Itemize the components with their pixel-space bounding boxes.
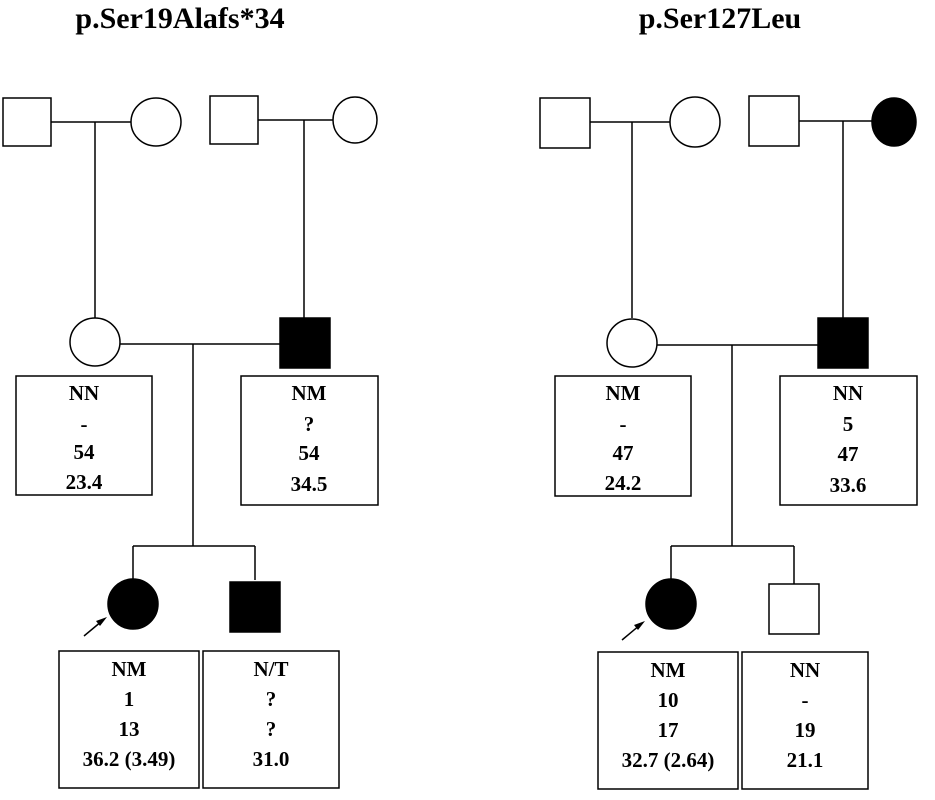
brother-genotype: N/T <box>253 657 288 681</box>
mother-line4: 23.4 <box>66 470 103 494</box>
brother-info-box: N/T ? ? 31.0 <box>202 650 340 789</box>
mother-line3: 47 <box>613 441 634 465</box>
father-line2: 5 <box>843 412 854 436</box>
proband-line3: 13 <box>119 717 140 741</box>
father-line4: 34.5 <box>291 472 328 496</box>
father-info-box: NM ? 54 34.5 <box>240 375 379 506</box>
grandmother-paternal-circle <box>130 97 182 147</box>
grandmother-maternal-affected-circle <box>871 97 917 147</box>
proband-line3: 17 <box>658 718 679 742</box>
proband-line2: 10 <box>658 688 679 712</box>
proband-arrow-icon <box>621 621 645 641</box>
father-affected-square <box>279 317 331 369</box>
proband-info-box: NM 1 13 36.2 (3.49) <box>58 650 200 789</box>
brother-line4: 21.1 <box>787 748 824 772</box>
grandfather-paternal-square <box>2 97 52 147</box>
mother-line3: 54 <box>74 440 96 464</box>
mother-line2: - <box>620 412 627 436</box>
father-genotype: NN <box>833 381 863 405</box>
brother-line3: 19 <box>795 718 816 742</box>
proband-line4: 36.2 (3.49) <box>83 747 176 771</box>
grandmother-maternal-circle <box>332 96 378 144</box>
mother-genotype: NN <box>69 381 99 405</box>
brother-line4: 31.0 <box>253 747 290 771</box>
proband-genotype: NM <box>112 657 147 681</box>
brother-unaffected-square <box>768 583 820 635</box>
mother-circle <box>69 317 121 367</box>
father-line3: 47 <box>838 442 859 466</box>
mother-line4: 24.2 <box>605 471 642 495</box>
proband-line4: 32.7 (2.64) <box>622 748 715 772</box>
grandfather-maternal-square <box>209 95 259 145</box>
father-info-box: NN 5 47 33.6 <box>779 375 918 506</box>
father-line4: 33.6 <box>830 473 867 497</box>
mother-circle <box>606 318 658 368</box>
grandmother-paternal-circle <box>669 96 721 148</box>
proband-info-box: NM 10 17 32.7 (2.64) <box>597 651 739 790</box>
brother-line3: ? <box>266 717 277 741</box>
father-line3: 54 <box>299 441 321 465</box>
mother-line2: - <box>81 412 88 436</box>
father-line2: ? <box>304 412 315 436</box>
brother-line2: - <box>802 688 809 712</box>
father-affected-square <box>817 317 869 369</box>
grandfather-maternal-square <box>748 95 800 147</box>
brother-genotype: NN <box>790 658 820 682</box>
mother-info-box: NM - 47 24.2 <box>554 375 692 497</box>
proband-genotype: NM <box>651 658 686 682</box>
mother-genotype: NM <box>606 381 641 405</box>
brother-affected-square <box>229 581 281 633</box>
grandfather-paternal-square <box>539 97 591 149</box>
pedigree-right-title: p.Ser127Leu <box>639 2 802 35</box>
pedigree-left: p.Ser19Alafs*34 NN - 54 23.4 NM ? 54 34.… <box>2 2 379 789</box>
brother-line2: ? <box>266 687 277 711</box>
pedigree-right: p.Ser127Leu NM - 47 24.2 NN 5 47 33.6 <box>539 2 918 790</box>
pedigree-left-title: p.Ser19Alafs*34 <box>75 2 284 35</box>
proband-affected-circle <box>645 578 697 630</box>
mother-info-box: NN - 54 23.4 <box>15 375 153 496</box>
proband-affected-circle <box>107 578 159 630</box>
proband-line2: 1 <box>124 687 135 711</box>
proband-arrow-icon <box>83 617 107 637</box>
brother-info-box: NN - 19 21.1 <box>741 651 869 790</box>
father-genotype: NM <box>292 381 327 405</box>
